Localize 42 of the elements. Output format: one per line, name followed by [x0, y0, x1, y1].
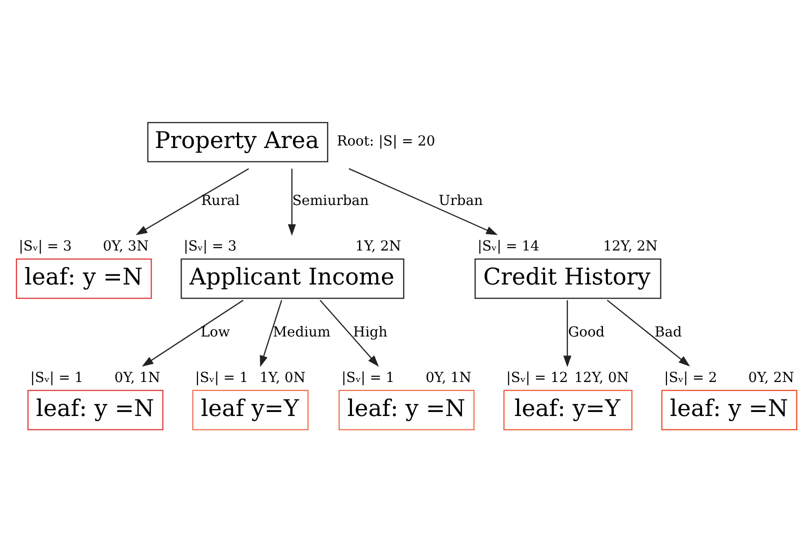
- node-label: Root: |S| = 20: [336, 133, 436, 150]
- node-label: |Sᵥ| = 1: [195, 369, 248, 386]
- node-box: leaf: y=Y: [503, 389, 632, 430]
- arrow: [260, 300, 282, 367]
- node-label: 12Y, 2N: [603, 238, 658, 254]
- node-label: 12Y, 0N: [574, 369, 629, 386]
- node-label: 0Y, 3N: [102, 238, 149, 254]
- node-label: |Sᵥ| = 1: [30, 369, 84, 386]
- node-box: Property Area: [147, 121, 328, 162]
- arrow: [288, 168, 296, 236]
- arrow: [142, 299, 244, 366]
- arrow: [136, 168, 249, 235]
- node-label: 1Y, 0N: [260, 369, 306, 386]
- node-box: leaf: y =N: [661, 389, 798, 430]
- node-box: leaf: y =N: [16, 258, 152, 298]
- edge-label: Urban: [438, 192, 483, 209]
- node-box: Credit History: [474, 258, 662, 298]
- node-label: |Sᵥ| = 2: [664, 369, 718, 386]
- node-label: 0Y, 1N: [114, 369, 160, 386]
- node-box: leaf: y =N: [338, 389, 475, 430]
- node-label: 0Y, 2N: [748, 369, 794, 386]
- node-label: |Sᵥ| = 1: [341, 369, 395, 386]
- node-box: Applicant Income: [180, 258, 404, 298]
- node-label: 1Y, 2N: [355, 238, 402, 254]
- node-label: |Sᵥ| = 14: [477, 238, 540, 254]
- edge-label: Rural: [201, 192, 240, 209]
- node-box: leaf: y =N: [27, 389, 164, 430]
- arrow: [563, 300, 572, 367]
- arrow: [348, 168, 498, 234]
- edge-label: Low: [200, 324, 230, 340]
- arrow: [320, 299, 379, 366]
- arrow: [606, 299, 690, 366]
- edge-label: High: [353, 324, 388, 340]
- node-label: |Sᵥ| = 3: [184, 238, 237, 254]
- edge-label: Good: [568, 324, 605, 340]
- node-label: 0Y, 1N: [426, 369, 472, 386]
- node-label: |Sᵥ| = 3: [18, 238, 72, 254]
- edge-label: Bad: [654, 324, 682, 340]
- edge-label: Semiurban: [292, 192, 369, 209]
- edge-label: Medium: [272, 324, 330, 340]
- node-label: |Sᵥ| = 12: [506, 369, 568, 386]
- node-box: leaf y=Y: [192, 389, 309, 430]
